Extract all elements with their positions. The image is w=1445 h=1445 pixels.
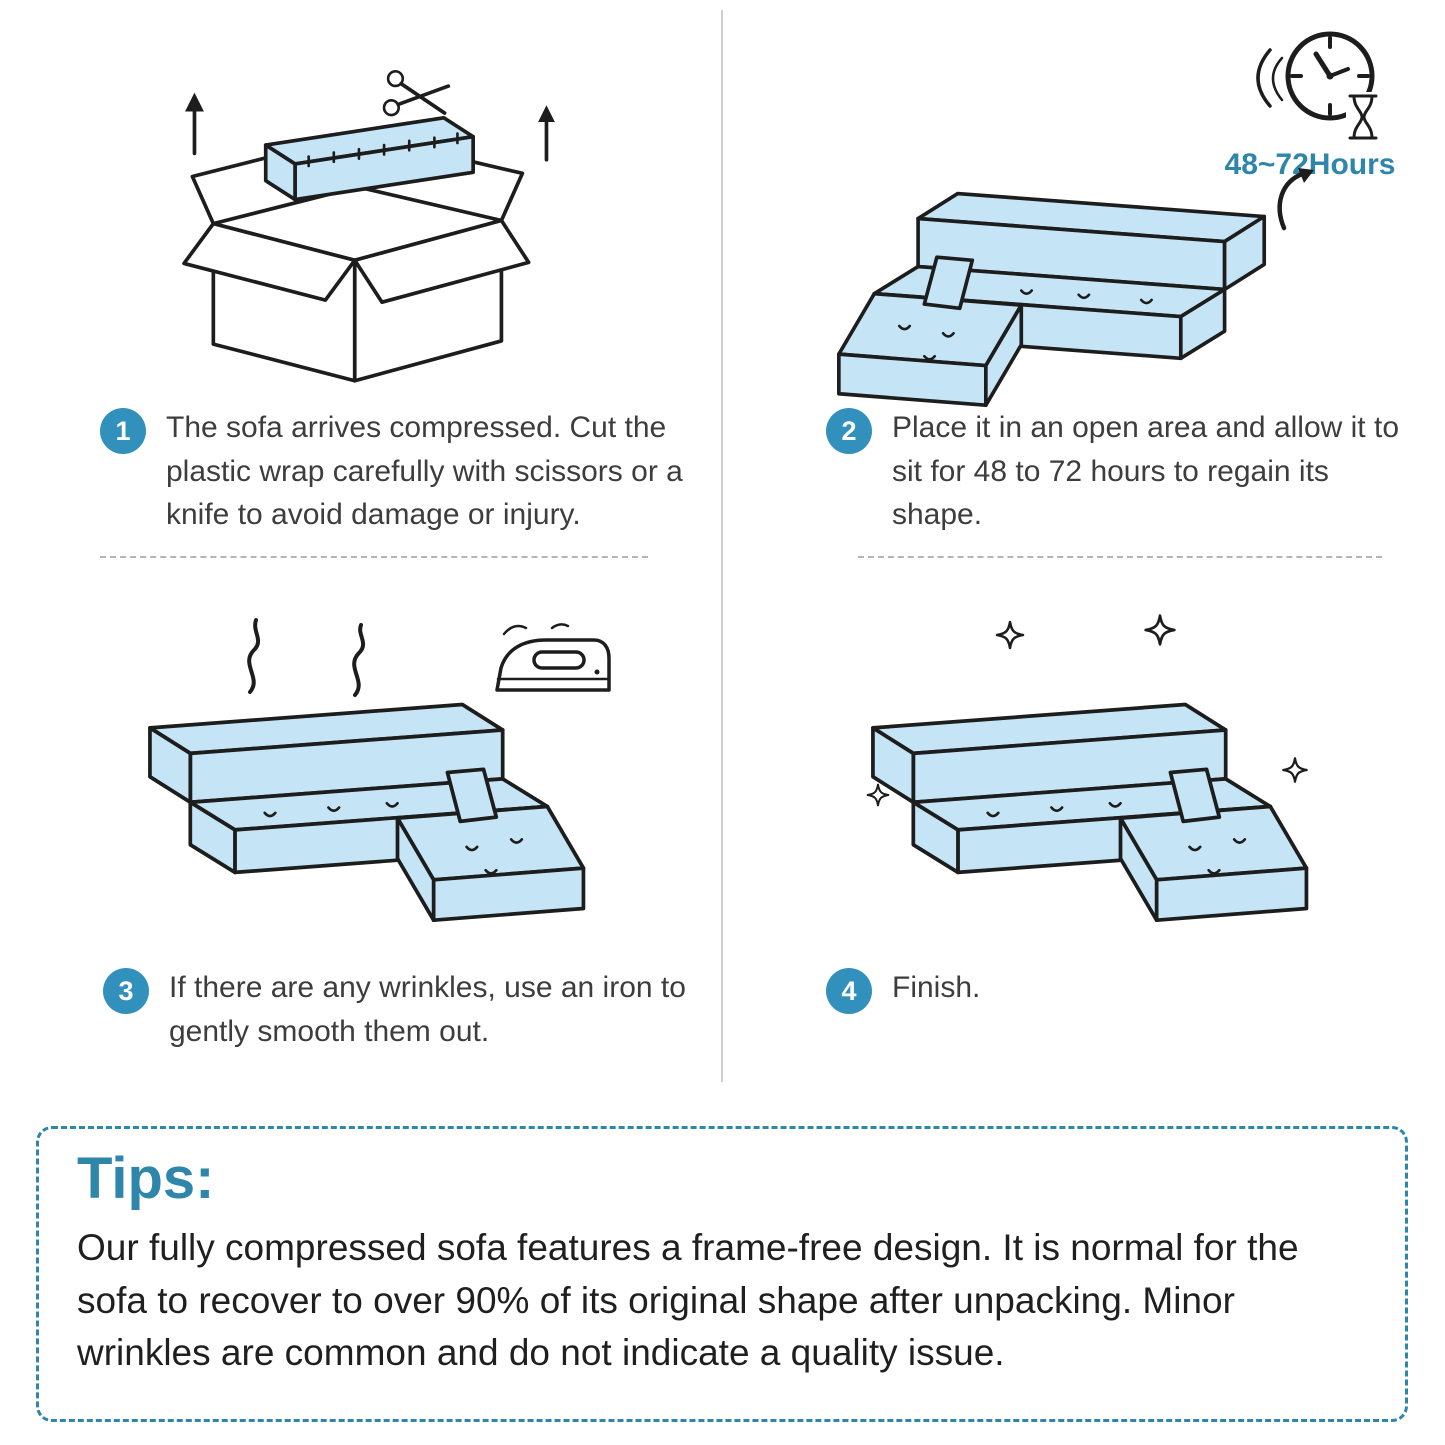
- step-row: 2 Place it in an open area and allow it …: [826, 406, 1412, 537]
- tips-box: Tips: Our fully compressed sofa features…: [36, 1126, 1408, 1422]
- step-text: Place it in an open area and allow it to…: [892, 411, 1399, 531]
- sparkle-icon: [1144, 614, 1176, 646]
- step-text: If there are any wrinkles, use an iron t…: [169, 971, 686, 1048]
- hourglass-icon: [1346, 92, 1380, 140]
- tips-heading: Tips:: [77, 1146, 215, 1211]
- step-row: 1 The sofa arrives compressed. Cut the p…: [100, 406, 706, 537]
- vertical-divider: [721, 10, 723, 1082]
- steam-icon: [247, 618, 365, 697]
- compressed-cushion: [263, 115, 475, 202]
- step-text: Finish.: [892, 971, 981, 1004]
- step-panel-1: 1 The sofa arrives compressed. Cut the p…: [0, 0, 722, 560]
- sparkle-icon: [866, 783, 890, 807]
- scissors-icon: [382, 70, 451, 117]
- step-badge: 4: [826, 968, 872, 1014]
- sparkles: [866, 614, 1308, 807]
- step-panel-4: 4 Finish.: [723, 560, 1445, 1120]
- tips-body: Our fully compressed sofa features a fra…: [77, 1227, 1299, 1374]
- step-badge: 2: [826, 408, 872, 454]
- up-arrow-icon: [538, 105, 555, 162]
- box-illustration: [182, 70, 555, 383]
- rise-arrow-icon: [1277, 168, 1314, 231]
- step-text: The sofa arrives compressed. Cut the pla…: [166, 411, 683, 531]
- sparkle-icon: [1282, 757, 1308, 783]
- step-panel-3: 3 If there are any wrinkles, use an iron…: [0, 560, 722, 1120]
- clock-icon: [1256, 31, 1380, 140]
- step-badge: 3: [103, 968, 149, 1014]
- step-badge: 1: [100, 408, 146, 454]
- up-arrow-icon: [185, 92, 204, 156]
- step-row: 4 Finish.: [826, 966, 1412, 1014]
- dashed-divider-2: [858, 556, 1382, 558]
- step-row: 3 If there are any wrinkles, use an iron…: [103, 966, 749, 1053]
- sparkle-icon: [995, 620, 1025, 650]
- duration-label: 48~72Hours: [1224, 148, 1396, 181]
- step-panel-2: 48~72Hours 2 Place it in an open area an…: [723, 0, 1445, 560]
- sofa-illustration: [148, 702, 586, 923]
- iron-icon: [495, 623, 611, 692]
- dashed-divider-1: [100, 556, 648, 558]
